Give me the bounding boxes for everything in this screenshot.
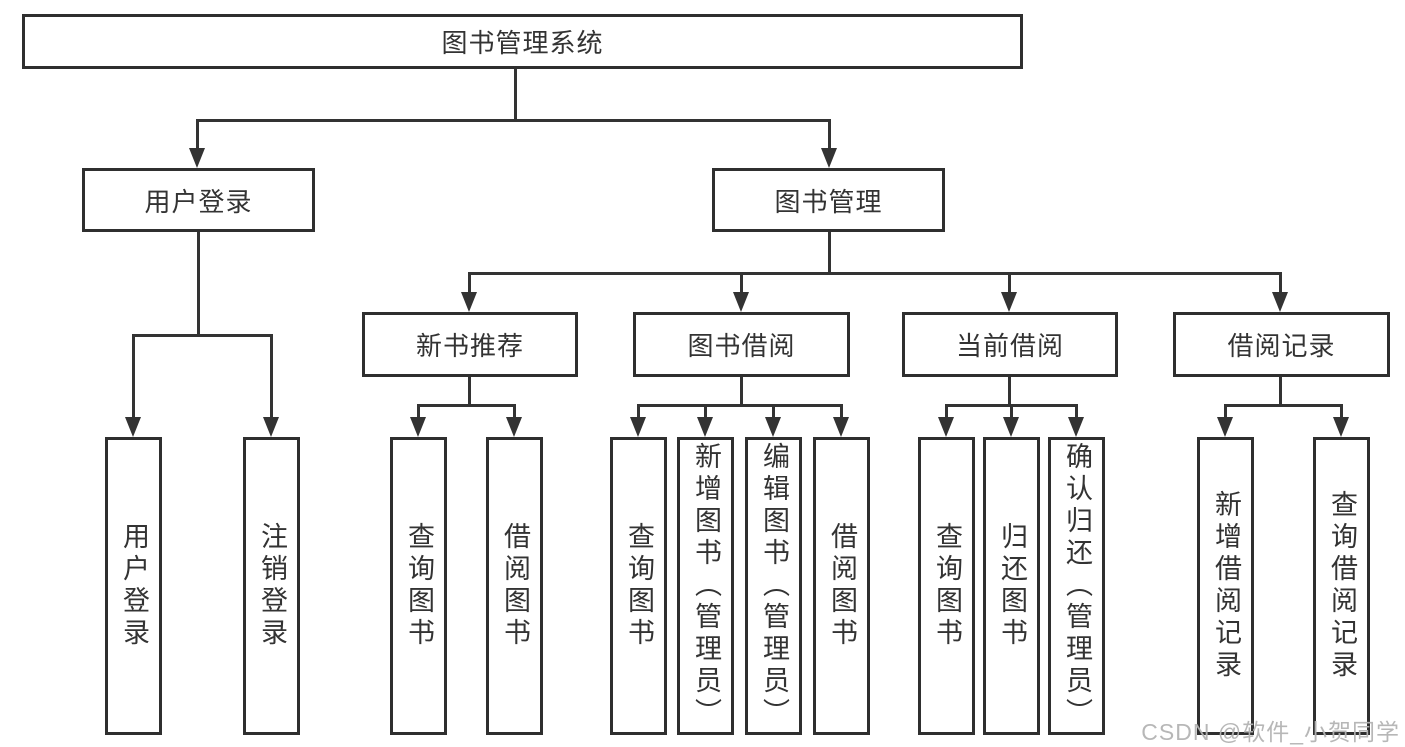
node-borrowing-records: 借阅记录 [1173,312,1390,377]
connector-line [1224,404,1227,421]
connector-line [417,404,516,407]
arrow-down-icon [1333,417,1349,437]
connector-line [840,404,843,421]
node-book-management: 图书管理 [712,168,945,232]
node-new-book-recommend: 新书推荐 [362,312,578,377]
node-root-label: 图书管理系统 [441,28,604,58]
arrow-down-icon [733,292,749,312]
connector-line [704,404,707,421]
node-borrowing-records-label: 借阅记录 [1227,331,1336,361]
arrow-down-icon [697,417,713,437]
connector-line [270,334,273,420]
connector-line [468,377,471,407]
connector-line [1008,272,1011,295]
connector-line [1340,404,1343,421]
arrow-down-icon [189,148,205,168]
leaf-add-borrow-record: 新增借阅记录 [1197,437,1254,735]
arrow-down-icon [938,417,954,437]
leaf-label: 借阅图书 [500,522,530,650]
leaf-label: 编辑图书（管理员） [759,442,789,730]
connector-line [132,334,273,337]
connector-line [1279,272,1282,295]
leaf-query-books-current: 查询图书 [918,437,975,735]
leaf-label: 查询图书 [624,522,654,650]
csdn-watermark: CSDN @软件_小贺同学 [1141,719,1400,745]
connector-line [468,272,471,295]
arrow-down-icon [506,417,522,437]
connector-line [637,404,843,407]
connector-line [417,404,420,421]
node-book-management-label: 图书管理 [774,186,883,217]
leaf-label: 注销登录 [257,522,287,650]
arrow-down-icon [821,148,837,168]
leaf-label: 查询图书 [404,522,434,650]
connector-line [740,377,743,407]
node-root: 图书管理系统 [22,14,1023,69]
connector-line [772,404,775,421]
arrow-down-icon [1001,292,1017,312]
leaf-return-book: 归还图书 [983,437,1040,735]
node-user-login: 用户登录 [82,168,315,232]
leaf-logout: 注销登录 [243,437,300,735]
leaf-label: 查询借阅记录 [1327,490,1357,682]
connector-line [468,272,1282,275]
connector-line [1224,404,1343,407]
leaf-query-books-borrowing: 查询图书 [610,437,667,735]
connector-line [196,119,831,122]
node-new-book-recommend-label: 新书推荐 [415,331,524,361]
arrow-down-icon [410,417,426,437]
connector-line [740,272,743,295]
connector-line [1010,404,1013,421]
leaf-label: 新增图书（管理员） [691,442,721,730]
leaf-label: 归还图书 [997,522,1027,650]
node-user-login-label: 用户登录 [144,186,253,217]
node-current-borrowing-label: 当前借阅 [955,331,1064,361]
arrow-down-icon [461,292,477,312]
connector-line [132,334,135,420]
connector-line [514,69,517,121]
leaf-borrow-books-borrowing: 借阅图书 [813,437,870,735]
connector-line [513,404,516,421]
arrow-down-icon [263,417,279,437]
leaf-confirm-return-admin: 确认归还（管理员） [1048,437,1105,735]
arrow-down-icon [833,417,849,437]
arrow-down-icon [630,417,646,437]
connector-line [1075,404,1078,421]
node-current-borrowing: 当前借阅 [902,312,1118,377]
leaf-edit-book-admin: 编辑图书（管理员） [745,437,802,735]
node-book-borrowing: 图书借阅 [633,312,850,377]
connector-line [945,404,948,421]
leaf-add-book-admin: 新增图书（管理员） [677,437,734,735]
connector-line [1279,377,1282,407]
leaf-label: 查询图书 [932,522,962,650]
leaf-query-books-recommend: 查询图书 [390,437,447,735]
connector-line [1008,377,1011,407]
connector-line [637,404,640,421]
arrow-down-icon [1003,417,1019,437]
connector-line [197,232,200,337]
leaf-label: 借阅图书 [827,522,857,650]
leaf-label: 新增借阅记录 [1211,490,1241,682]
leaf-label: 确认归还（管理员） [1062,442,1092,730]
arrow-down-icon [1068,417,1084,437]
arrow-down-icon [1272,292,1288,312]
leaf-user-login: 用户登录 [105,437,162,735]
connector-line [828,232,831,275]
connector-line [828,119,831,151]
leaf-label: 用户登录 [119,522,149,650]
node-book-borrowing-label: 图书借阅 [687,331,796,361]
arrow-down-icon [1217,417,1233,437]
leaf-query-borrow-record: 查询借阅记录 [1313,437,1370,735]
arrow-down-icon [125,417,141,437]
leaf-borrow-books-recommend: 借阅图书 [486,437,543,735]
arrow-down-icon [765,417,781,437]
connector-line [196,119,199,151]
